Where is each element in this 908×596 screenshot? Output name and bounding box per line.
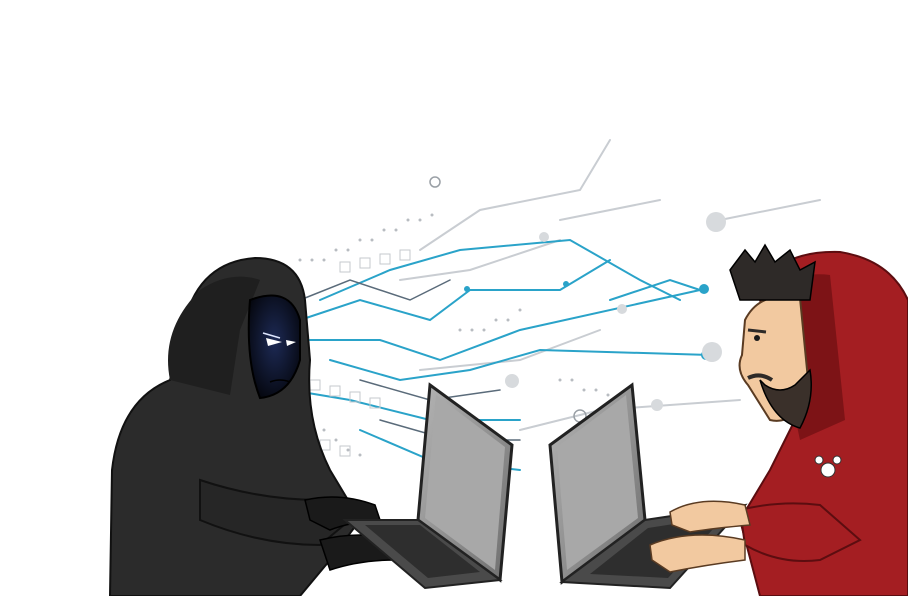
black-hood-shadow (168, 276, 260, 395)
beard (759, 368, 812, 429)
red-hoodie-hacker (649, 243, 908, 596)
laptop-left (342, 382, 514, 590)
hand (669, 500, 751, 533)
hand (649, 534, 746, 573)
laptop-left-keyboard (365, 525, 480, 578)
circuit-network (289, 139, 821, 471)
eye-icon (754, 335, 760, 341)
mouse-logo-icon (814, 455, 842, 478)
hacker-dark-face (247, 294, 301, 400)
black-hoodie-hacker (108, 256, 401, 596)
glowing-eye-icon (286, 340, 296, 346)
mustache (747, 373, 774, 382)
glowing-eye-icon (266, 338, 282, 346)
black-hoodie-arm (199, 478, 352, 547)
messy-hair (729, 243, 816, 301)
red-hoodie-arm (738, 502, 862, 562)
